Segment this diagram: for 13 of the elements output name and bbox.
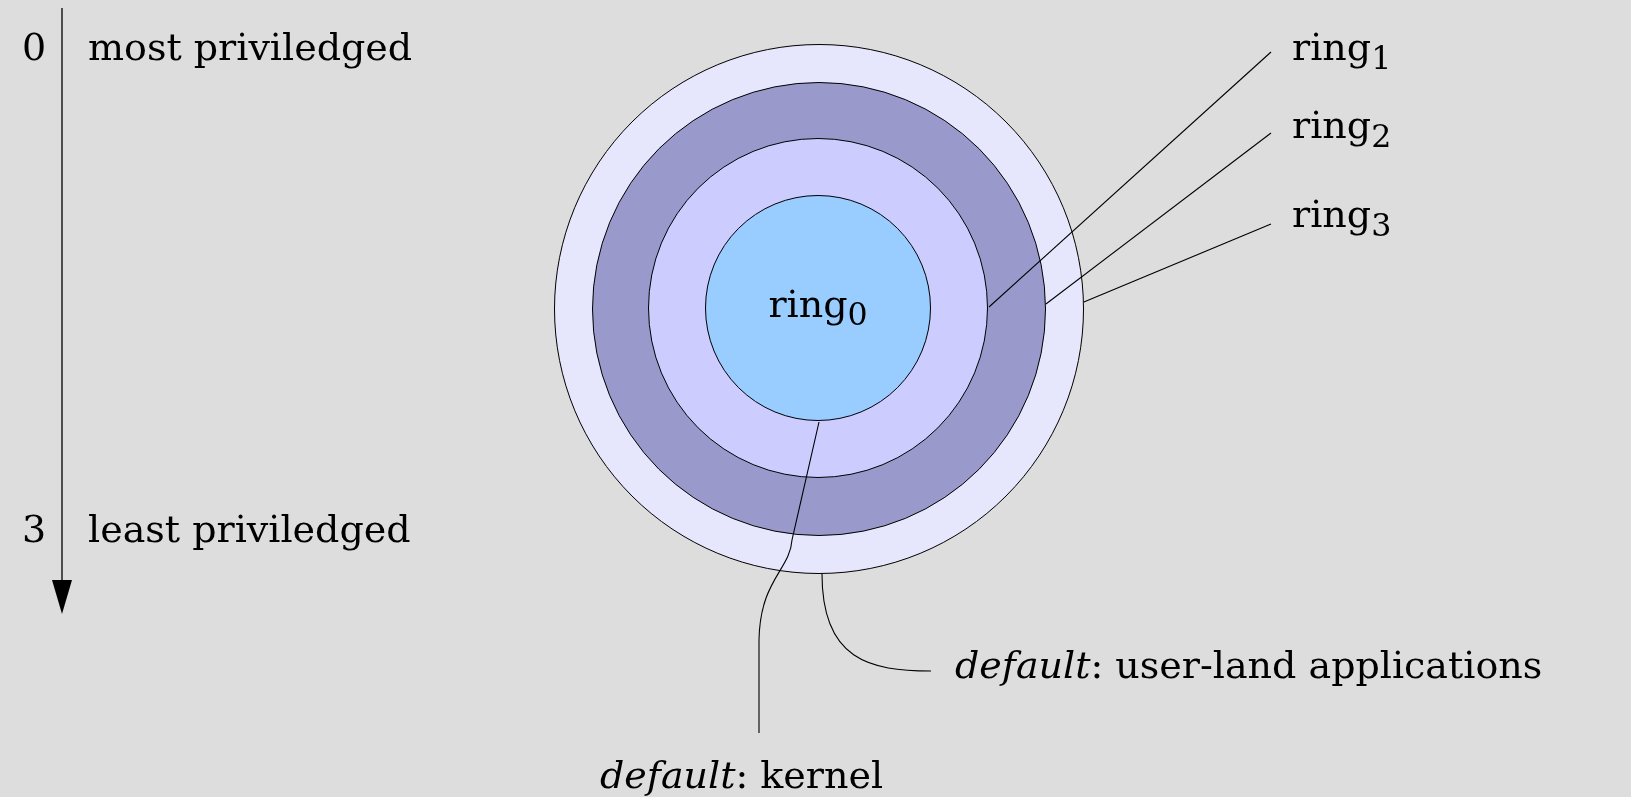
callout-label: ring$_{2}$ xyxy=(1292,106,1392,153)
level-number: 0 xyxy=(22,28,47,66)
callout-label: default: kernel xyxy=(600,756,884,794)
level-number: 3 xyxy=(22,510,47,548)
leader-line xyxy=(988,51,1272,308)
leader-line xyxy=(1045,132,1272,305)
callout-label: ring$_{1}$ xyxy=(1292,28,1392,75)
leader-line xyxy=(758,421,820,734)
ring-label: ring$_{0}$ xyxy=(768,284,868,332)
leader-line xyxy=(1083,223,1272,303)
leader-line xyxy=(821,573,932,672)
callout-label: default: user-land applications xyxy=(955,646,1543,684)
callout-label: ring$_{3}$ xyxy=(1292,195,1392,242)
